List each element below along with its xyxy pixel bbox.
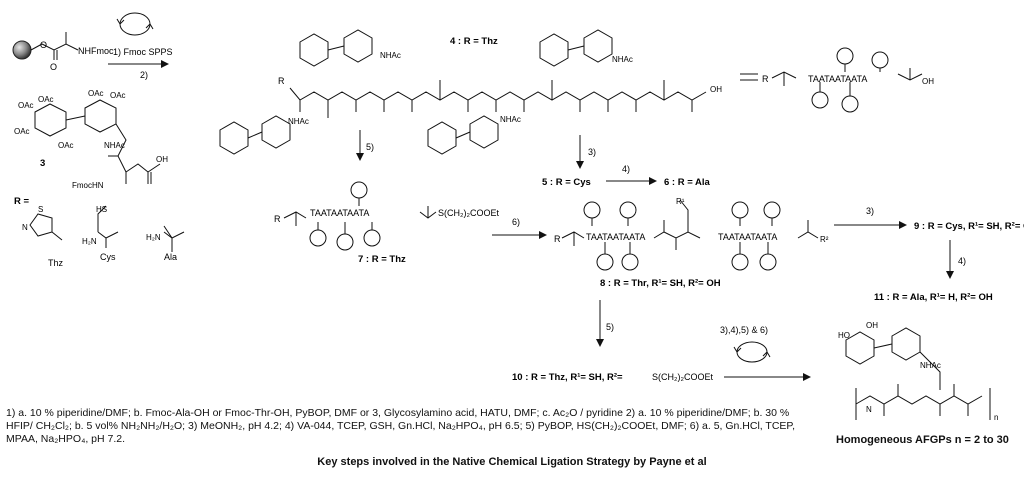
label-s: S — [38, 205, 43, 214]
label-fmochn: FmocHN — [72, 181, 104, 190]
sequence-abbrev: TAATAATAATA — [310, 208, 369, 218]
resin-fmoc-ala — [12, 32, 79, 60]
step-1-label: 1) Fmoc SPPS — [113, 47, 173, 57]
resin-bead-icon — [12, 40, 32, 60]
label-oac: OAc — [58, 141, 74, 150]
compound-4-backbone — [219, 29, 707, 155]
r-group-structures — [29, 205, 185, 252]
step-5-label: 5) — [606, 322, 614, 332]
step-5-label: 5) — [366, 142, 374, 152]
label-oac: OAc — [38, 95, 54, 104]
compound-6-label: 6 : R = Ala — [664, 177, 711, 188]
thioester-label: S(CH₂)₂COOEt — [438, 208, 499, 218]
label-nhac: NHAc — [380, 51, 401, 60]
combo-steps-label: 3),4),5) & 6) — [720, 325, 768, 335]
compound-4-label: 4 : R = Thz — [450, 36, 498, 47]
r-cys-label: Cys — [100, 252, 116, 262]
figure-caption: Key steps involved in the Native Chemica… — [317, 456, 707, 468]
label-nhac: NHAc — [920, 361, 941, 370]
label-hs: HS — [96, 205, 107, 214]
label-r2: R² — [820, 235, 829, 244]
compound-10-label: 10 : R = Thz, R¹= SH, R²= — [512, 372, 623, 383]
compound-9-label: 9 : R = Cys, R¹= SH, R²= OH — [914, 221, 1024, 232]
compound-10-thioester: S(CH₂)₂COOEt — [652, 372, 713, 382]
sequence-abbrev-a: TAATAATAATA — [586, 232, 645, 242]
step-4-label: 4) — [622, 164, 630, 174]
step-3-label: 3) — [588, 147, 596, 157]
repeat-n-label: n — [994, 413, 998, 422]
label-nhac: NHAc — [612, 55, 633, 64]
afgp-structure — [845, 327, 991, 420]
abbrev-structure — [771, 47, 923, 113]
compound-3-structure — [34, 99, 161, 184]
iteration-cycle-icon — [733, 341, 771, 363]
r-thz-label: Thz — [48, 258, 64, 268]
label-nhfmoc: NHFmoc — [78, 46, 114, 56]
step-4-label: 4) — [958, 256, 966, 266]
label-nhac: NHAc — [104, 141, 125, 150]
label-nhac: NHAc — [500, 115, 521, 124]
label-n: N — [866, 405, 872, 414]
label-r: R — [554, 234, 561, 244]
label-n: N — [22, 223, 28, 232]
label-nhac: NHAc — [288, 117, 309, 126]
compound-11-label: 11 : R = Ala, R¹= H, R²= OH — [874, 292, 993, 303]
label-oh: OH — [866, 321, 878, 330]
compound-7-structure — [283, 181, 437, 251]
step-2-label: 2) — [140, 70, 148, 80]
step-6-label: 6) — [512, 217, 520, 227]
compound-7-label: 7 : R = Thz — [358, 254, 406, 265]
sequence-abbrev: TAATAATAATA — [808, 74, 867, 84]
label-oh: OH — [156, 155, 168, 164]
compound-3-label: 3 — [40, 158, 45, 169]
label-h2n: H₂N — [146, 233, 161, 242]
compound-5-label: 5 : R = Cys — [542, 177, 591, 188]
reaction-conditions-footnote: 1) a. 10 % piperidine/DMF; b. Fmoc-Ala-O… — [6, 407, 806, 446]
label-oh: OH — [922, 77, 934, 86]
afgp-label: Homogeneous AFGPs n = 2 to 30 — [836, 434, 1009, 446]
label-r: R — [278, 76, 285, 86]
label-o: O — [50, 62, 57, 72]
label-r: R — [274, 214, 281, 224]
label-r1: R¹ — [676, 197, 685, 206]
label-ho: HO — [838, 331, 850, 340]
label-oac: OAc — [88, 89, 104, 98]
spps-cycle-icon — [116, 12, 154, 36]
label-oac: OAc — [18, 101, 34, 110]
compound-8-label: 8 : R = Thr, R¹= SH, R²= OH — [600, 278, 721, 289]
step-3-label: 3) — [866, 206, 874, 216]
label-oh: OH — [710, 85, 722, 94]
r-eq-label: R = — [14, 196, 30, 207]
footnote-text: 1) a. 10 % piperidine/DMF; b. Fmoc-Ala-O… — [6, 407, 795, 445]
label-o: O — [40, 40, 47, 50]
sequence-abbrev-b: TAATAATAATA — [718, 232, 777, 242]
label-oac: OAc — [110, 91, 126, 100]
compound-8-structure — [561, 199, 819, 271]
label-r: R — [762, 74, 769, 84]
label-oac: OAc — [14, 127, 30, 136]
label-h2n: H₂N — [82, 237, 97, 246]
r-ala-label: Ala — [164, 252, 177, 262]
